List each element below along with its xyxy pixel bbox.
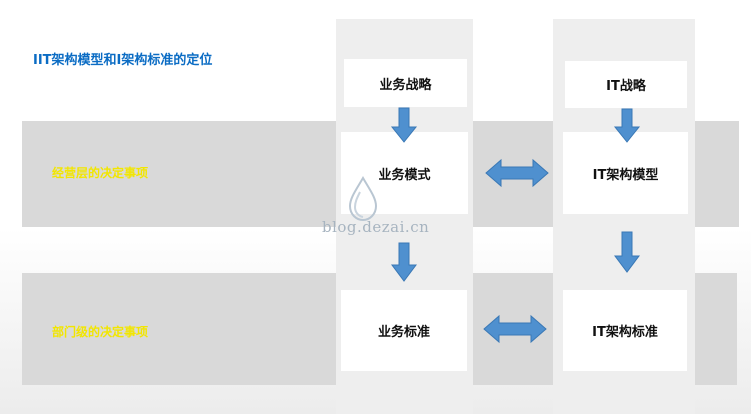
it-strategy-box: IT战略 — [565, 61, 687, 108]
down-arrow-icon — [390, 107, 418, 143]
management-band-label: 经营层的决定事项 — [52, 166, 149, 180]
department-band-label: 部门级的决定事项 — [52, 325, 149, 339]
it-architecture-standard-box: IT架构标准 — [563, 290, 687, 371]
droplet-logo-icon — [348, 176, 378, 222]
double-arrow-icon — [485, 158, 549, 188]
double-arrow-icon — [483, 314, 547, 344]
down-arrow-icon — [613, 108, 641, 143]
it-architecture-model-box: IT架构模型 — [563, 132, 688, 214]
business-strategy-box: 业务战略 — [344, 59, 467, 107]
down-arrow-icon — [614, 231, 640, 273]
slide-title: IIT架构模型和I架构标准的定位 — [33, 53, 213, 68]
business-model-box: 业务模式 — [341, 132, 468, 214]
down-arrow-icon — [391, 242, 417, 282]
watermark-text: blog.dezai.cn — [322, 218, 430, 236]
business-standard-box: 业务标准 — [341, 290, 467, 371]
